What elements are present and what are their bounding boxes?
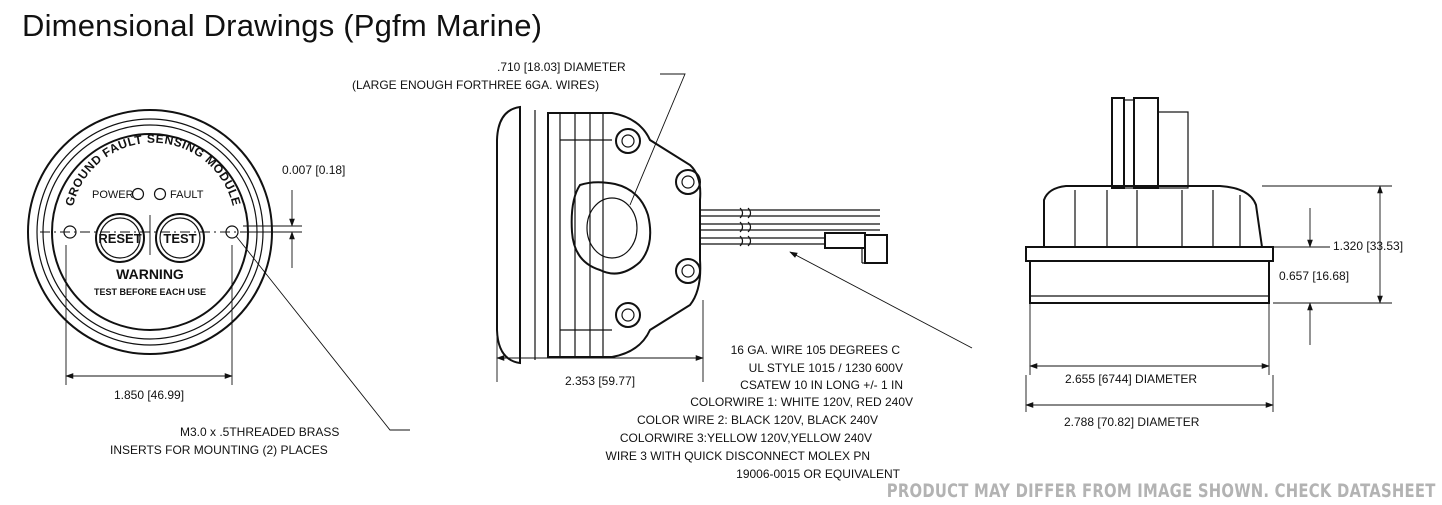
dim-width: 1.850 [46.99] bbox=[114, 388, 184, 402]
wire-note-1: 16 GA. WIRE 105 DEGREES C bbox=[731, 343, 901, 357]
dim-outer-diameter: 2.788 [70.82] DIAMETER bbox=[1064, 415, 1200, 429]
insert-note-line1: M3.0 x .5THREADED BRASS bbox=[180, 425, 339, 439]
wire-hole bbox=[570, 181, 652, 275]
wire-note-7: WIRE 3 WITH QUICK DISCONNECT MOLEX PN bbox=[606, 449, 870, 463]
profile-base bbox=[1029, 260, 1270, 304]
disclaimer-text: PRODUCT MAY DIFFER FROM IMAGE SHOWN. CHE… bbox=[887, 480, 1436, 502]
boss-top bbox=[615, 128, 641, 154]
fault-label: FAULT bbox=[170, 189, 204, 201]
wire-note-2: UL STYLE 1015 / 1230 600V bbox=[749, 361, 903, 375]
side-faceplate bbox=[496, 105, 521, 365]
boss-bottom bbox=[615, 302, 641, 328]
dim-body: 0.657 [16.68] bbox=[1279, 269, 1349, 283]
reset-button bbox=[95, 213, 145, 263]
boss-lower bbox=[675, 258, 701, 284]
molex-connector bbox=[864, 234, 888, 264]
dim-height: 1.320 [33.53] bbox=[1333, 239, 1403, 253]
test-button bbox=[155, 213, 205, 263]
wire-note-4: COLORWIRE 1: WHITE 120V, RED 240V bbox=[690, 395, 913, 409]
profile-dome bbox=[1043, 185, 1264, 248]
dim-thickness: 0.007 [0.18] bbox=[282, 163, 345, 177]
wire-note-8: 19006-0015 OR EQUIVALENT bbox=[736, 467, 901, 481]
wire-note-6: COLORWIRE 3:YELLOW 120V,YELLOW 240V bbox=[620, 431, 872, 445]
power-led bbox=[131, 187, 145, 201]
front-view: GROUND FAULT SENSING MODULE POWER FAULT … bbox=[27, 109, 410, 457]
page-title: Dimensional Drawings (Pgfm Marine) bbox=[22, 8, 543, 43]
warning-sub-label: TEST BEFORE EACH USE bbox=[94, 287, 206, 297]
boss-upper bbox=[675, 169, 701, 195]
power-label: POWER bbox=[92, 189, 134, 201]
dim-inner-diameter: 2.655 [6744] DIAMETER bbox=[1065, 372, 1197, 386]
hole-note-line1: .710 [18.03] DIAMETER bbox=[497, 60, 626, 74]
wire-note-5: COLOR WIRE 2: BLACK 120V, BLACK 240V bbox=[637, 413, 878, 427]
profile-view: 1.320 [33.53] 0.657 [16.68] 2.655 [6744]… bbox=[1025, 97, 1403, 429]
quick-disconnect bbox=[824, 232, 866, 249]
warning-label: WARNING bbox=[116, 266, 184, 282]
side-body bbox=[547, 112, 702, 358]
hole-note-line2: (LARGE ENOUGH FORTHREE 6GA. WIRES) bbox=[352, 78, 599, 92]
profile-flange bbox=[1025, 246, 1274, 262]
insert-note-line2: INSERTS FOR MOUNTING (2) PLACES bbox=[110, 443, 328, 457]
test-label: TEST bbox=[163, 231, 196, 246]
side-view: .710 [18.03] DIAMETER (LARGE ENOUGH FORT… bbox=[352, 60, 973, 481]
dim-depth: 2.353 [59.77] bbox=[565, 374, 635, 388]
wire-note-3: CSATEW 10 IN LONG +/- 1 IN bbox=[740, 378, 903, 392]
reset-label: RESET bbox=[98, 231, 141, 246]
fault-led bbox=[153, 187, 167, 201]
